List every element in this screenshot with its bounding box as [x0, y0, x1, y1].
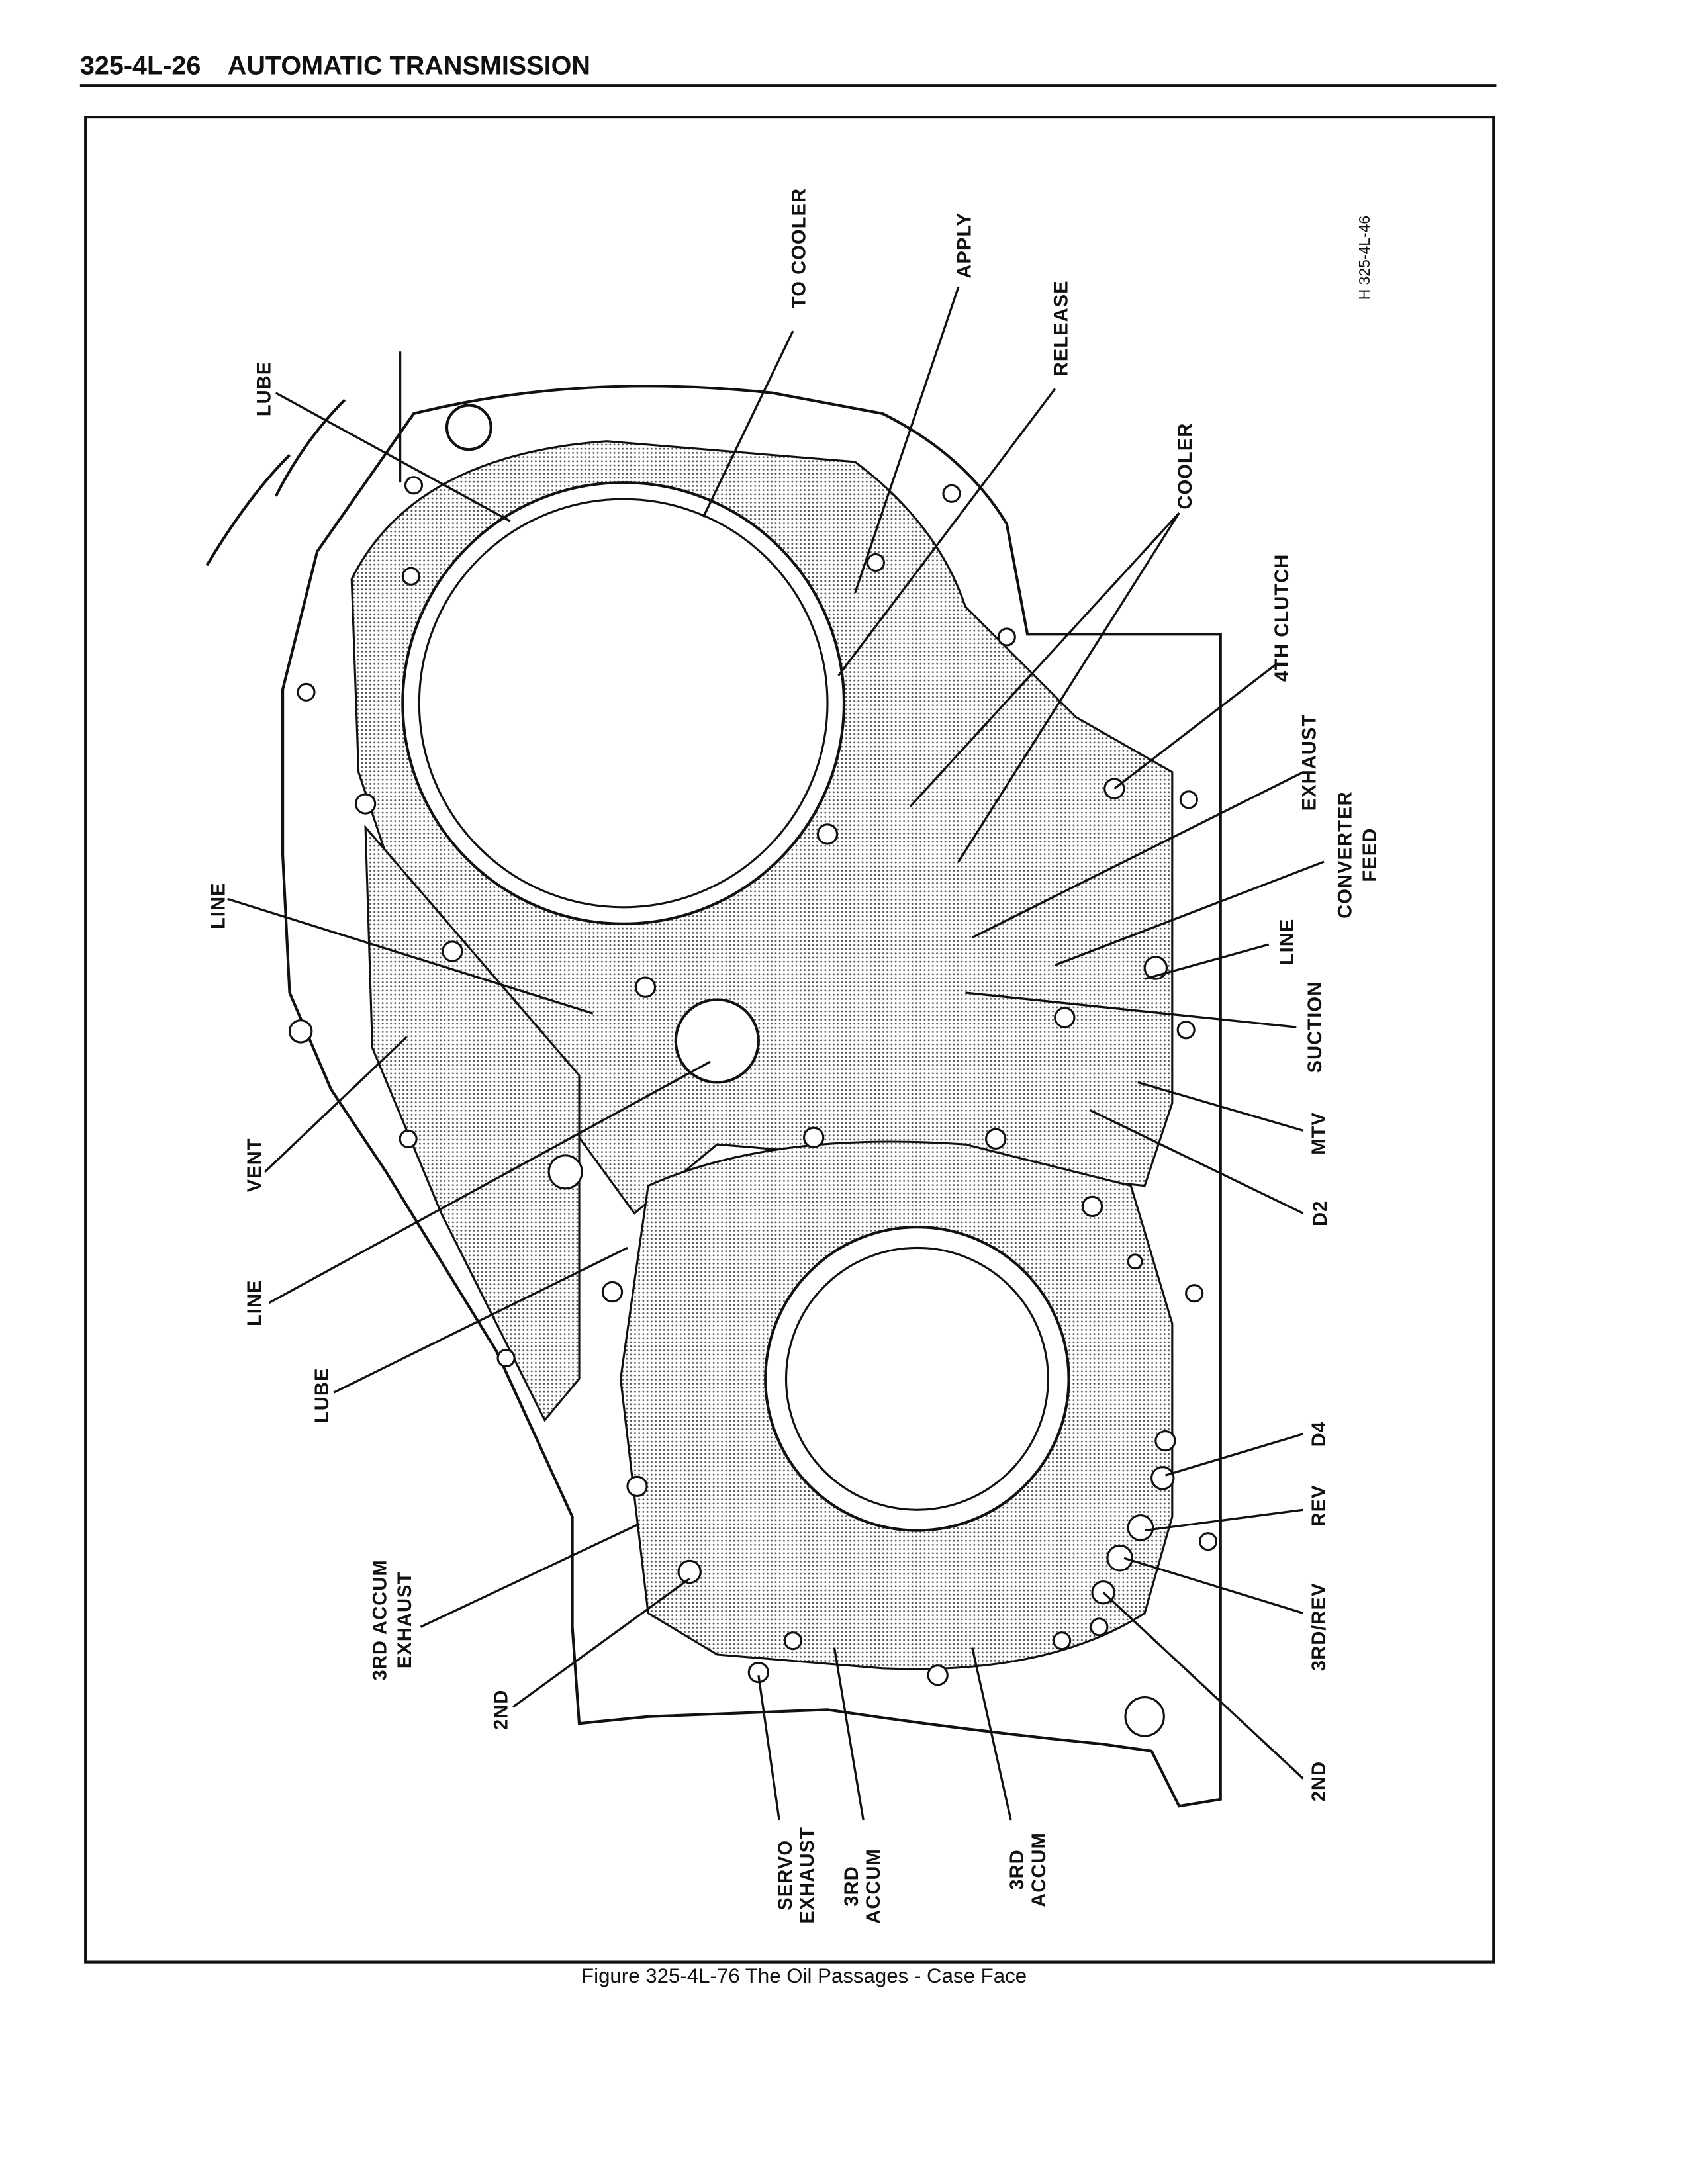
label-servo-exhaust-1: SERVO: [775, 1840, 796, 1911]
label-3rd-accum-b-2: ACCUM: [1029, 1832, 1050, 1907]
label-lube-top: LUBE: [254, 361, 275, 417]
label-suction: SUCTION: [1305, 981, 1326, 1073]
figure-caption: Figure 325-4L-76 The Oil Passages - Case…: [581, 1964, 1027, 1987]
label-3rd-accum-exhaust-2: EXHAUST: [395, 1572, 416, 1669]
label-4th-clutch: 4TH CLUTCH: [1272, 554, 1293, 682]
figure-frame: [84, 116, 1495, 1964]
leader-lines: [227, 286, 1325, 1821]
label-3rd-accum-b-1: 3RD: [1007, 1849, 1028, 1889]
label-d2: D2: [1310, 1201, 1331, 1226]
label-vent: VENT: [244, 1138, 265, 1192]
label-mtv: MTV: [1309, 1112, 1330, 1155]
label-converter-feed-1: CONVERTER: [1335, 791, 1356, 918]
label-servo-exhaust-2: EXHAUST: [797, 1827, 818, 1924]
stippled-passage-left: [364, 824, 581, 1422]
label-converter-feed-2: FEED: [1360, 828, 1381, 882]
label-lube-lower: LUBE: [312, 1368, 333, 1424]
label-3rd-accum-a-2: ACCUM: [863, 1848, 884, 1924]
transmission-case-drawing: [205, 351, 1222, 1808]
label-3rd-rev: 3RD/REV: [1309, 1582, 1330, 1671]
label-cooler: COOLER: [1175, 423, 1196, 510]
label-apply: APPLY: [955, 212, 976, 279]
label-line-right: LINE: [1277, 919, 1298, 966]
section-title: AUTOMATIC TRANSMISSION: [228, 51, 590, 80]
label-exhaust: EXHAUST: [1299, 714, 1321, 811]
label-d4: D4: [1309, 1421, 1330, 1447]
label-release: RELEASE: [1051, 280, 1072, 376]
label-rev: REV: [1309, 1484, 1330, 1526]
page-number: 325-4L-26: [80, 51, 201, 80]
label-3rd-accum-a-1: 3RD: [841, 1866, 863, 1906]
label-line-left-lower: LINE: [244, 1279, 265, 1326]
label-2nd-right: 2ND: [1309, 1761, 1330, 1801]
label-2nd-left: 2ND: [491, 1690, 512, 1730]
figure-id: H 325-4L-46: [1356, 216, 1373, 300]
callout-labels: LUBE TO COOLER APPLY RELEASE COOLER 4TH …: [209, 188, 1382, 1924]
label-3rd-accum-exhaust-1: 3RD ACCUM: [369, 1559, 391, 1680]
label-to-cooler: TO COOLER: [789, 188, 810, 308]
label-line-left: LINE: [209, 882, 230, 929]
